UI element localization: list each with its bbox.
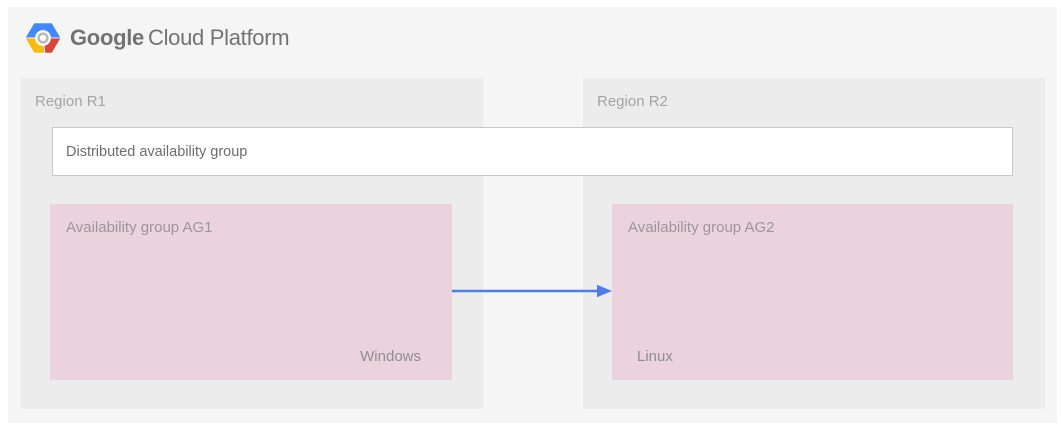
distributed-availability-group-label: Distributed availability group [66, 143, 248, 160]
replication-arrow [452, 284, 612, 298]
region-r1-label: Region R1 [35, 93, 106, 110]
availability-group-ag2-box: Availability group AG2 Linux [612, 204, 1013, 380]
brand-product-text: Cloud Platform [147, 25, 290, 50]
gcp-logo-icon [24, 22, 62, 54]
availability-group-ag1-box: Availability group AG1 Windows [50, 204, 452, 380]
availability-group-ag2-label: Availability group AG2 [628, 219, 775, 236]
region-r2-label: Region R2 [597, 93, 668, 110]
availability-group-ag1-label: Availability group AG1 [66, 219, 213, 236]
brand-google-text: Google [70, 25, 144, 50]
ag1-os-label: Windows [360, 348, 421, 365]
distributed-availability-group-box: Distributed availability group [52, 127, 1013, 176]
ag2-os-label: Linux [637, 348, 673, 365]
